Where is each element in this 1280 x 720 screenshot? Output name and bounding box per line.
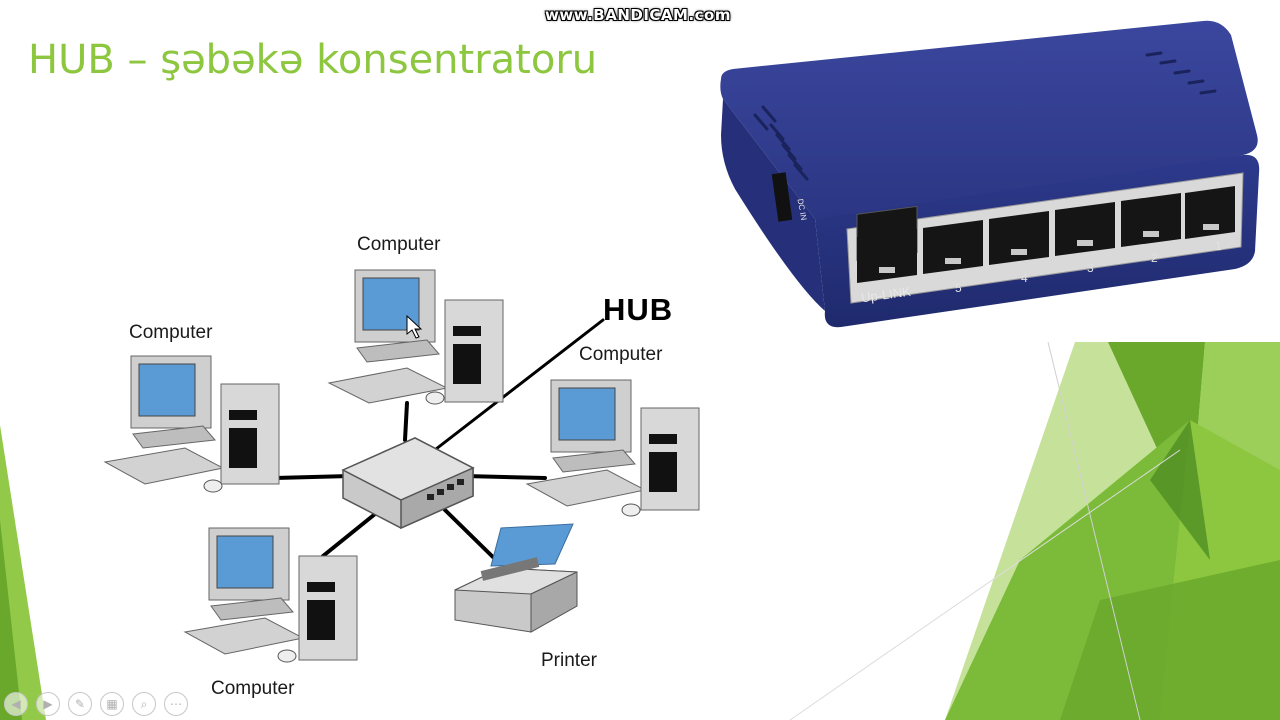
- slide-title: HUB – şəbəkə konsentratoru: [28, 37, 598, 83]
- label-computer-bottom: Computer: [211, 678, 295, 699]
- label-computer-left: Computer: [129, 322, 213, 343]
- port-number-2: 2: [1151, 251, 1158, 265]
- label-computer-top: Computer: [357, 234, 441, 255]
- slideshow-toolbar: ◀ ▶ ✎ ▦ ⌕ ⋯: [4, 692, 188, 716]
- previous-icon[interactable]: ◀: [4, 692, 28, 716]
- computer-left-icon: [103, 355, 280, 493]
- computer-bottom-icon: [183, 527, 358, 663]
- printer-icon: [454, 523, 578, 633]
- recording-watermark: www.BANDICAM.com: [544, 6, 731, 24]
- label-printer: Printer: [541, 650, 597, 671]
- hub-label: HUB: [603, 292, 674, 327]
- mouse-cursor-icon: [406, 314, 423, 339]
- label-computer-right: Computer: [579, 344, 663, 365]
- zoom-icon[interactable]: ⌕: [132, 692, 156, 716]
- hub-icon: [341, 437, 475, 530]
- port-number-5: 5: [955, 281, 962, 295]
- port-number-1: 1: [1215, 239, 1222, 253]
- computer-top-icon: [327, 269, 504, 405]
- cables: [273, 318, 605, 563]
- pen-icon[interactable]: ✎: [68, 692, 92, 716]
- hub-device-photo: DC IN Up-LINK 5 4 3 2 1: [715, 15, 1263, 330]
- next-icon[interactable]: ▶: [36, 692, 60, 716]
- computer-right-icon: [525, 379, 700, 517]
- hub-device-drawing: [720, 20, 1260, 328]
- port-number-4: 4: [1021, 271, 1028, 285]
- slides-grid-icon[interactable]: ▦: [100, 692, 124, 716]
- more-icon[interactable]: ⋯: [164, 692, 188, 716]
- diagram-drawing: [103, 269, 700, 663]
- network-diagram: Computer Computer Computer Computer Prin…: [95, 228, 715, 708]
- port-number-3: 3: [1087, 261, 1094, 275]
